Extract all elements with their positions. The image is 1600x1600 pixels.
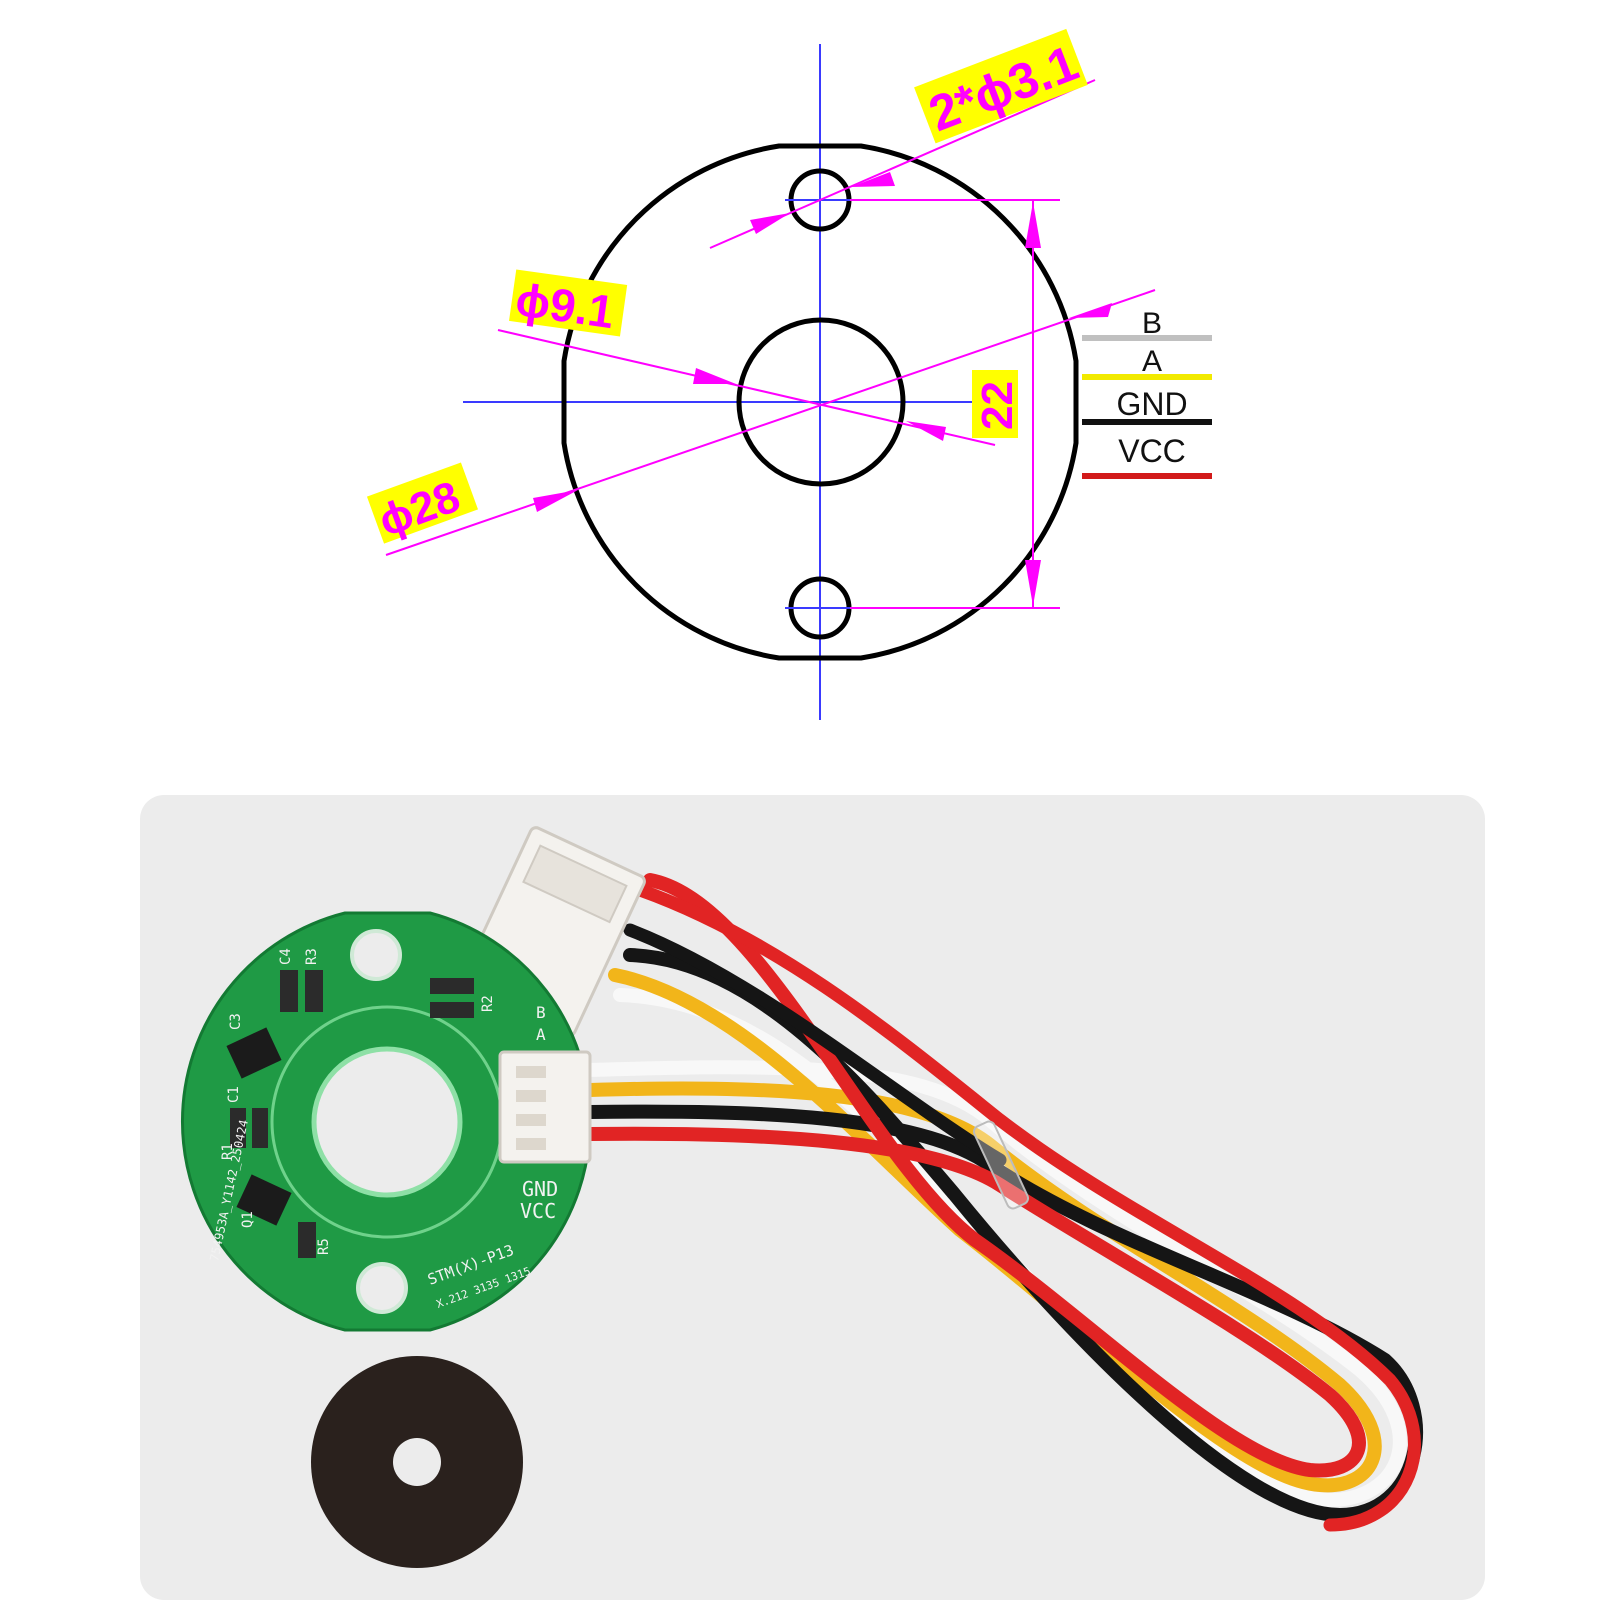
silk-r5: R5 xyxy=(316,1238,332,1255)
silk-gnd: GND xyxy=(522,1177,558,1201)
cable-bundle xyxy=(583,873,1423,1532)
outer-dimension-arrow-right xyxy=(1069,303,1112,318)
pcb-component-r5 xyxy=(298,1222,316,1258)
outer-dimension-text: ϕ28 xyxy=(372,472,466,546)
board-outline xyxy=(561,143,1079,661)
silk-vcc: VCC xyxy=(520,1199,556,1223)
magnet-disc xyxy=(311,1356,523,1568)
wire-label-vcc: VCC xyxy=(1118,433,1186,469)
silk-r3: R3 xyxy=(304,948,320,965)
cable-tie xyxy=(972,1120,1030,1210)
silk-q1: Q1 xyxy=(240,1211,256,1228)
pcb-component-hall-top xyxy=(226,1027,282,1079)
silk-pin-b: B xyxy=(536,1003,546,1022)
center-hole-dimension-highlight xyxy=(509,269,628,337)
pcb-board: C4 R3 R2 C3 C1 R1 Q1 R5 B A GND VCC 7549… xyxy=(181,911,592,1332)
spacing-dimension-label: 22 xyxy=(972,370,1022,438)
technical-drawing: 2*ϕ3.1 ϕ9.1 ϕ28 22 B xyxy=(366,28,1212,720)
silk-c1: C1 xyxy=(226,1086,242,1103)
center-hole-outline xyxy=(736,317,906,487)
outer-dimension-leader xyxy=(385,289,1156,556)
spacing-dimension-text: 22 xyxy=(973,381,1022,430)
silk-r1: R1 xyxy=(220,1143,236,1160)
pcb-component-r3 xyxy=(305,970,323,1012)
hole-dimension-text: 2*ϕ3.1 xyxy=(921,35,1085,143)
center-hole-arrow-right xyxy=(906,421,946,441)
pcb-component-c1 xyxy=(230,1108,246,1148)
wire-label-a: A xyxy=(1142,345,1162,378)
magnet-center-hole xyxy=(393,1438,441,1486)
silk-c3: C3 xyxy=(228,1013,244,1030)
center-hole-dimension-leader xyxy=(497,329,996,446)
cable-white xyxy=(583,988,1407,1507)
board-connector-pin-1 xyxy=(516,1066,546,1078)
silk-pin-a: A xyxy=(536,1025,546,1044)
pcb-center-hole xyxy=(311,1046,463,1198)
outer-dimension-arrow-left xyxy=(533,490,578,512)
pcb-mount-hole-bottom xyxy=(356,1262,408,1314)
hole-dimension-arrow-lower xyxy=(750,213,790,234)
spacing-arrow-top xyxy=(1025,202,1041,248)
pcb-component-hall-bottom xyxy=(236,1174,292,1226)
board-connector-pin-4 xyxy=(516,1138,546,1150)
cable-red-outer xyxy=(633,883,1421,1532)
pcb-component-r2a xyxy=(430,978,474,994)
wire-legend: B A GND VCC xyxy=(1082,307,1212,479)
board-connector-pin-2 xyxy=(516,1090,546,1102)
loose-connector-latch xyxy=(522,844,628,924)
spacing-dimension-highlight xyxy=(972,370,1018,438)
pcb-component-r2b xyxy=(430,1002,474,1018)
hole-dimension-arrow-upper xyxy=(851,172,895,187)
pcb-mount-hole-top xyxy=(350,929,402,981)
product-photo: C4 R3 R2 C3 C1 R1 Q1 R5 B A GND VCC 7549… xyxy=(140,795,1485,1600)
spacing-arrow-bottom xyxy=(1025,560,1041,606)
outer-dimension-highlight xyxy=(366,462,479,544)
hole-dimension-highlight xyxy=(914,28,1088,144)
wire-label-gnd: GND xyxy=(1116,386,1187,422)
board-connector xyxy=(498,1050,592,1164)
center-hole-dimension-label: ϕ9.1 xyxy=(509,269,628,338)
silk-c4: C4 xyxy=(278,948,294,965)
pcb-component-r1 xyxy=(252,1108,268,1148)
cable-black-outer xyxy=(623,923,1007,1167)
wire-label-b: B xyxy=(1142,307,1162,340)
silk-r2: R2 xyxy=(480,995,496,1012)
outer-dimension-label: ϕ28 xyxy=(366,462,479,546)
hole-dimension-label: 2*ϕ3.1 xyxy=(914,28,1088,144)
pcb-component-c4 xyxy=(280,970,298,1012)
board-connector-pin-3 xyxy=(516,1114,546,1126)
center-hole-arrow-left xyxy=(693,368,736,384)
cable-red xyxy=(583,873,1366,1478)
